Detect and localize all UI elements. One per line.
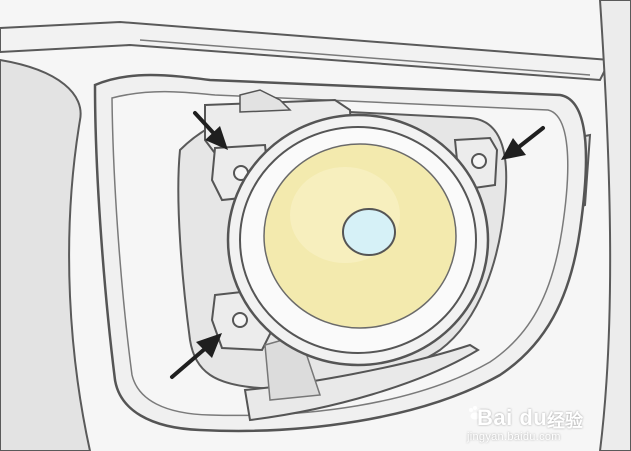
top-trim [0, 20, 612, 82]
fender-panel [0, 58, 92, 451]
screw-hole-lower [232, 312, 248, 328]
arrow-icon [170, 333, 222, 379]
bracket-tab [239, 89, 292, 113]
screw-hole-right [471, 153, 487, 169]
trim-line [139, 39, 591, 76]
arrow-icon [193, 111, 228, 150]
arrow-icon [501, 126, 545, 160]
bulb [342, 208, 396, 256]
watermark: Bai du 经验 jingyan.baidu.com [467, 405, 617, 445]
watermark-brand: 经验 [547, 411, 583, 432]
watermark-logo: Bai du [477, 405, 548, 430]
right-frame [598, 0, 631, 451]
watermark-url: jingyan.baidu.com [467, 431, 561, 443]
paw-icon [469, 406, 481, 420]
